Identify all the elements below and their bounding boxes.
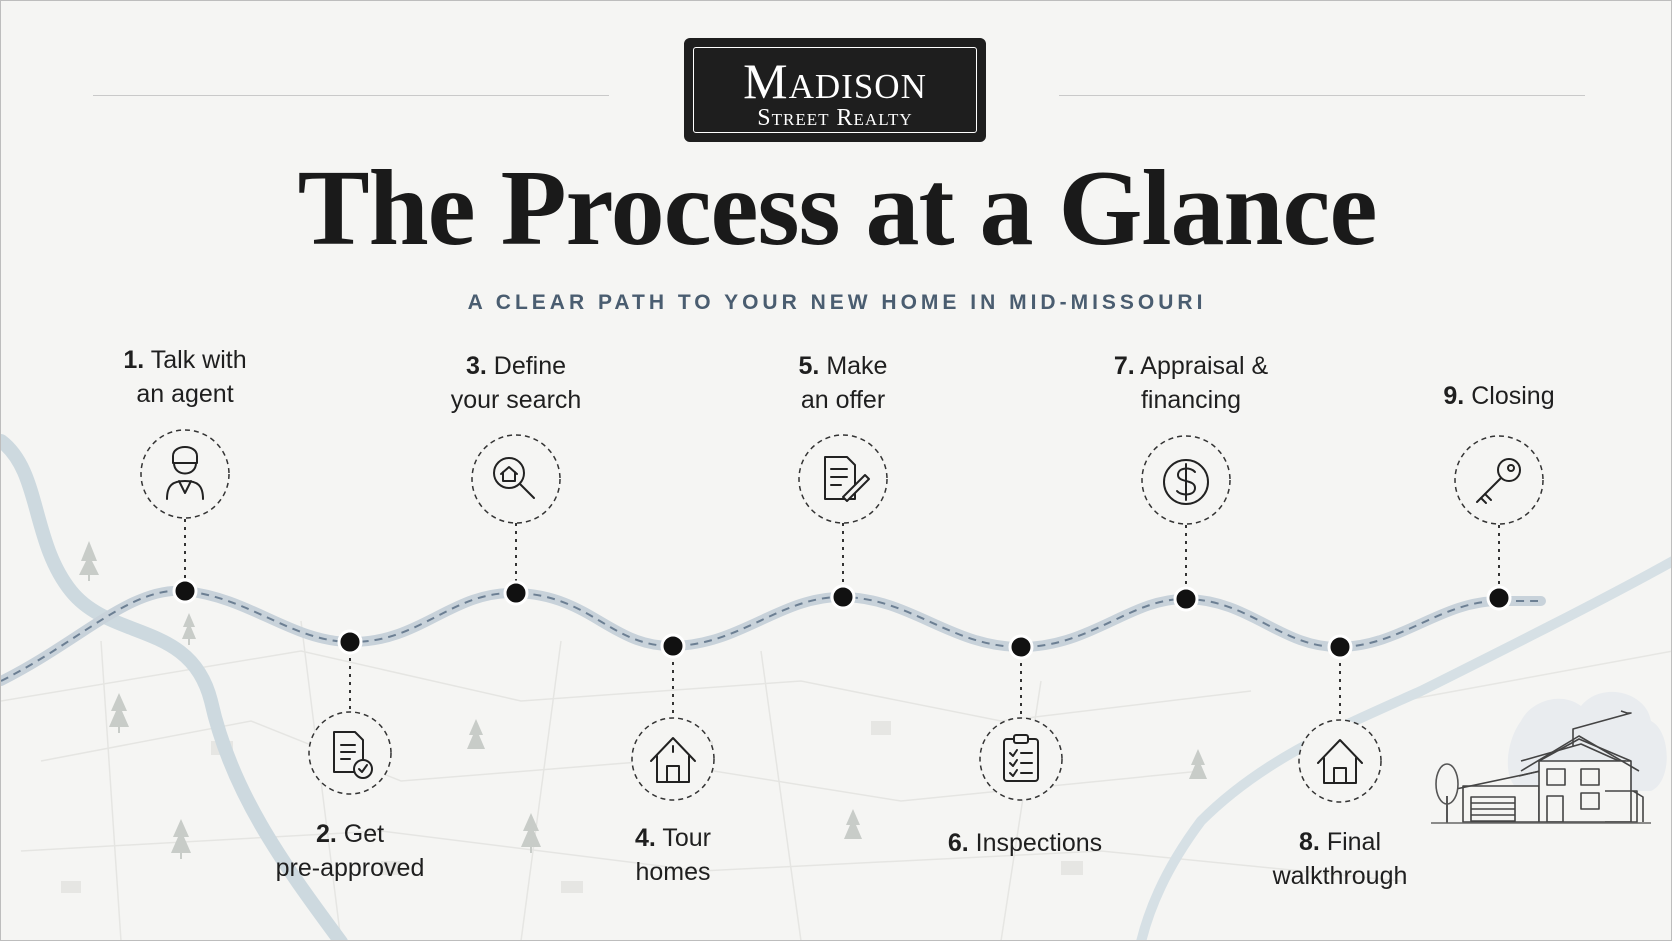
step-5: [798, 434, 888, 610]
step-5-label: 5. Make an offer: [713, 349, 973, 417]
page-title: The Process at a Glance: [297, 149, 1378, 268]
step-9: [1454, 435, 1544, 611]
step-number: 6.: [947, 829, 969, 857]
step-6-node: [1008, 634, 1034, 660]
step-4: [631, 633, 715, 801]
step-number: 8.: [1299, 828, 1320, 856]
step-title-line1: Appraisal &: [1140, 352, 1269, 380]
step-9-label: 9. Closing: [1369, 379, 1629, 413]
step-4-icon-ring: [631, 717, 715, 801]
clipboard-checklist-icon: [1003, 734, 1039, 782]
step-5-icon-ring: [798, 434, 888, 524]
house-icon: [650, 737, 696, 783]
step-title-line1: Define: [493, 352, 567, 380]
step-title-line2: financing: [1140, 386, 1242, 414]
step-title-line2: homes: [635, 858, 711, 886]
step-6-label: 6. Inspections: [895, 826, 1155, 860]
step-8-icon-ring: [1298, 719, 1382, 803]
step-8-node: [1327, 634, 1353, 660]
step-title-line1: Final: [1326, 828, 1381, 856]
step-title-line1: Tour: [662, 824, 711, 852]
step-number: 2.: [315, 820, 337, 848]
step-number: 1.: [123, 346, 145, 374]
step-4-node: [660, 633, 686, 659]
step-4-label: 4. Tour homes: [543, 821, 803, 889]
step-3-label: 3. Define your search: [386, 349, 646, 417]
step-number: 5.: [798, 352, 820, 380]
step-6: [979, 634, 1063, 801]
process-path-road: [1, 585, 1546, 686]
house-door-icon: [1317, 739, 1363, 784]
step-8: [1298, 634, 1382, 803]
step-2: [308, 629, 392, 795]
key-icon: [1476, 458, 1521, 504]
step-title-line1: Get: [343, 820, 385, 848]
step-number: 7.: [1113, 352, 1135, 380]
step-9-node: [1486, 585, 1512, 611]
step-number: 4.: [635, 824, 656, 852]
step-7: [1141, 435, 1231, 612]
brand-name-line2: Street Realty: [757, 105, 913, 131]
step-title-line1: Talk with: [150, 346, 247, 374]
step-2-node: [337, 629, 363, 655]
step-title-line2: an agent: [136, 380, 234, 408]
step-title-line2: walkthrough: [1272, 862, 1408, 890]
step-number: 9.: [1443, 382, 1465, 410]
header-rule-right: [1059, 95, 1585, 96]
brand-logo: Madison Street Realty: [684, 38, 986, 142]
step-3: [471, 434, 561, 606]
step-1: [140, 429, 230, 604]
document-check-icon: [333, 731, 373, 779]
logo-frame: [693, 47, 977, 133]
step-7-label: 7. Appraisal & financing: [1061, 349, 1321, 417]
step-title-line2: an offer: [800, 386, 886, 414]
home-search-icon: [493, 457, 535, 499]
dollar-icon: [1163, 459, 1209, 505]
step-8-label: 8. Final walkthrough: [1210, 825, 1470, 893]
brand-name-line1: Madison: [743, 53, 927, 109]
contract-pen-icon: [824, 456, 870, 502]
step-title-line1: Make: [826, 352, 888, 380]
header-rule-left: [93, 95, 609, 96]
step-title-line2: your search: [450, 386, 582, 414]
step-title-line2: pre-approved: [275, 854, 425, 882]
page-subtitle: A CLEAR PATH TO YOUR NEW HOME IN MID-MIS…: [467, 291, 1207, 314]
process-path-line: [1, 589, 1541, 682]
step-7-node: [1173, 586, 1199, 612]
step-2-label: 2. Get pre-approved: [220, 817, 480, 885]
step-6-icon-ring: [979, 717, 1063, 801]
step-number: 3.: [465, 352, 487, 380]
step-1-node: [172, 578, 198, 604]
step-title-line1: Closing: [1471, 382, 1555, 410]
agent-icon: [166, 446, 204, 500]
step-1-label: 1. Talk with an agent: [55, 343, 315, 411]
step-3-node: [503, 580, 529, 606]
house-illustration: [1431, 691, 1667, 824]
step-title-line1: Inspections: [975, 829, 1103, 857]
step-5-node: [830, 584, 856, 610]
